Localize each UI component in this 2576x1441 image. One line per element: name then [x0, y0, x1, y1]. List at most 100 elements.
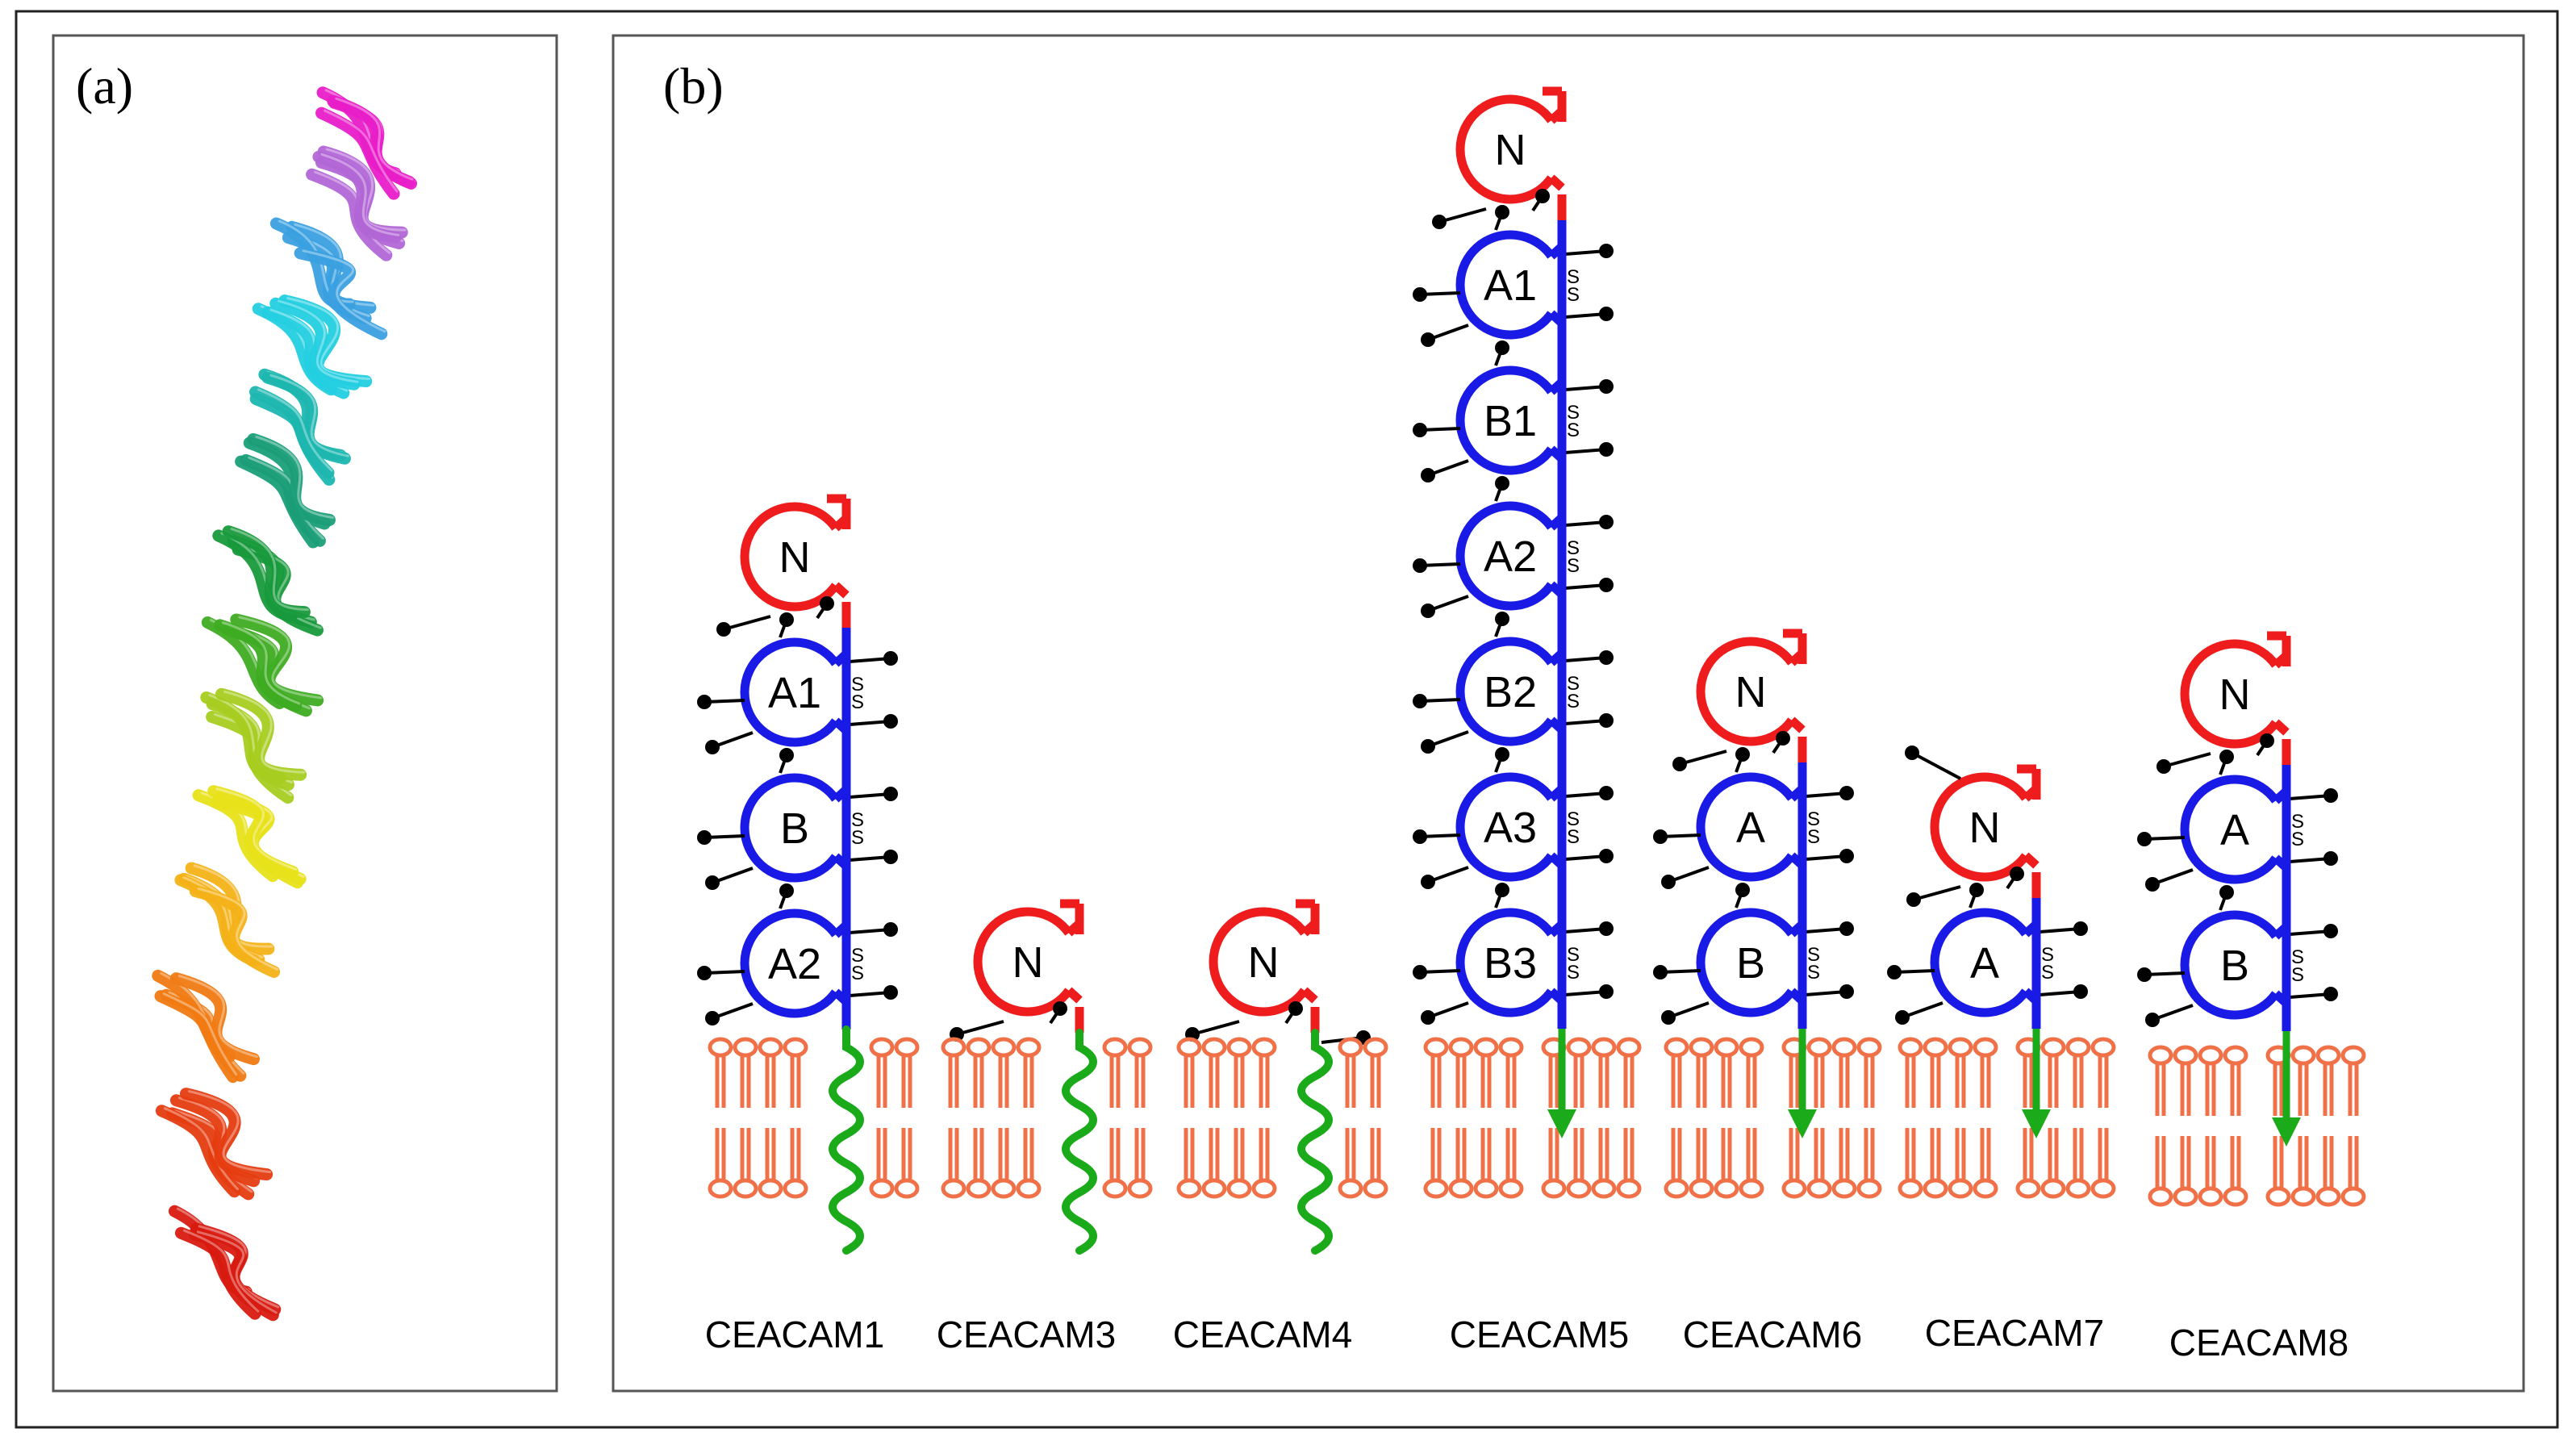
glycan-dot: [697, 695, 712, 709]
n-domain-loop: [1209, 907, 1309, 1017]
domain-label: N: [1735, 668, 1767, 716]
domain-hook: [2023, 852, 2040, 869]
lipid-head: [1806, 1178, 1832, 1199]
lipid-head: [1898, 1037, 1923, 1058]
n-domain-loop: [1455, 94, 1555, 204]
lipid-head: [1923, 1037, 1948, 1058]
panel-a: (a): [52, 34, 558, 1393]
lipid-head: [1739, 1037, 1764, 1058]
lipid: [783, 1037, 808, 1199]
lipid-head: [1973, 1037, 1998, 1058]
ribbon-highlight: [335, 97, 414, 181]
lipid: [1898, 1037, 1923, 1199]
ribbon-strand: [214, 619, 303, 712]
domain-label: N: [1969, 804, 2001, 852]
disulfide-label: S: [851, 674, 864, 695]
lipid-head: [1498, 1178, 1524, 1199]
ig-domain-loop: [1455, 230, 1555, 340]
ribbon-strand: [248, 386, 335, 479]
disulfide-label: S: [1567, 402, 1580, 424]
ig-domain-loop: [2180, 910, 2280, 1020]
ig-domain-loop: [740, 773, 840, 883]
glycan-dot: [1421, 875, 1435, 889]
disulfide-label: S: [1567, 266, 1580, 288]
lipid-head: [2065, 1178, 2091, 1199]
ribbon-segment: [212, 525, 324, 637]
lipid-head: [2015, 1178, 2041, 1199]
glycan-dot: [1288, 1001, 1303, 1016]
glycan-dot: [1413, 694, 1427, 708]
ig-domain-loop: [1696, 908, 1796, 1017]
glycan-dot: [1839, 921, 1854, 936]
domain-label: A: [2220, 806, 2249, 854]
lipid: [2290, 1045, 2316, 1207]
lipid-head: [869, 1037, 895, 1058]
lipid-head: [708, 1037, 733, 1058]
glycan-dot: [1413, 558, 1427, 573]
lipid-head: [1591, 1178, 1617, 1199]
ribbon-strand: [269, 297, 361, 391]
glycan-dot: [1887, 965, 1902, 979]
disulfide-label: S: [851, 809, 864, 831]
glycan-dot: [820, 596, 834, 611]
glycan-dot: [1653, 829, 1668, 844]
n-domain-loop: [740, 502, 840, 612]
glycan-dot: [1599, 244, 1614, 258]
lipid: [1176, 1037, 1202, 1199]
ribbon-highlight: [162, 992, 238, 1076]
glycan-dot: [1599, 442, 1614, 457]
ribbon-segment: [269, 217, 388, 340]
ribbon-strand: [169, 972, 260, 1066]
lipid-head: [1806, 1037, 1832, 1058]
glycan-dot: [697, 830, 712, 845]
lipid: [1664, 1037, 1689, 1199]
lipid: [1714, 1037, 1739, 1199]
lipid-head: [708, 1178, 733, 1199]
domain-label: A3: [1484, 804, 1537, 852]
ribbon-highlight: [197, 887, 279, 971]
glycan-dot: [1906, 892, 1921, 907]
glycan-dot: [1599, 650, 1614, 665]
glycan-dot: [883, 651, 898, 666]
lipid-head: [1541, 1178, 1567, 1199]
ribbon-highlight: [325, 148, 407, 232]
domain-label: N: [1495, 126, 1526, 174]
disulfide-label: S: [1567, 673, 1580, 695]
glycan-dot: [1421, 1010, 1435, 1025]
panel-b-frame: [612, 34, 2525, 1393]
glycan-dot: [1839, 849, 1854, 863]
glycan-dot: [1421, 468, 1435, 482]
glycan-dot: [705, 875, 720, 890]
ribbon-strand: [327, 94, 415, 188]
n-domain-loop: [1696, 637, 1796, 746]
domain-label: N: [1248, 938, 1280, 987]
ribbon-segment: [152, 969, 260, 1084]
disulfide-label: S: [1567, 420, 1580, 441]
lipid-head: [1127, 1037, 1153, 1058]
lipid: [1923, 1037, 1948, 1199]
lipid-head: [991, 1037, 1017, 1058]
domain-label: B2: [1484, 668, 1537, 716]
lipid: [1616, 1037, 1642, 1199]
ribbon-highlight: [278, 299, 359, 383]
lipid-head: [783, 1037, 808, 1058]
transmembrane-helix: [1297, 1029, 1333, 1255]
lipid: [991, 1037, 1017, 1199]
glycan-dot: [1661, 1010, 1676, 1025]
domain-label: B: [780, 804, 809, 853]
lipid-head: [733, 1178, 758, 1199]
lipid: [1016, 1037, 1042, 1199]
domain-label: B3: [1484, 939, 1537, 988]
glycan-dot: [1905, 746, 1919, 760]
glycan-dot: [883, 787, 898, 801]
ribbon-segment: [155, 1088, 273, 1201]
domain-label: B: [2220, 942, 2249, 990]
lipid: [2340, 1045, 2366, 1207]
glycan-dot: [1413, 829, 1427, 844]
lipid-head: [1714, 1178, 1739, 1199]
glycan-dot: [1413, 423, 1427, 437]
disulfide-label: S: [1567, 826, 1580, 848]
protein-name-label: CEACAM8: [2169, 1322, 2348, 1364]
